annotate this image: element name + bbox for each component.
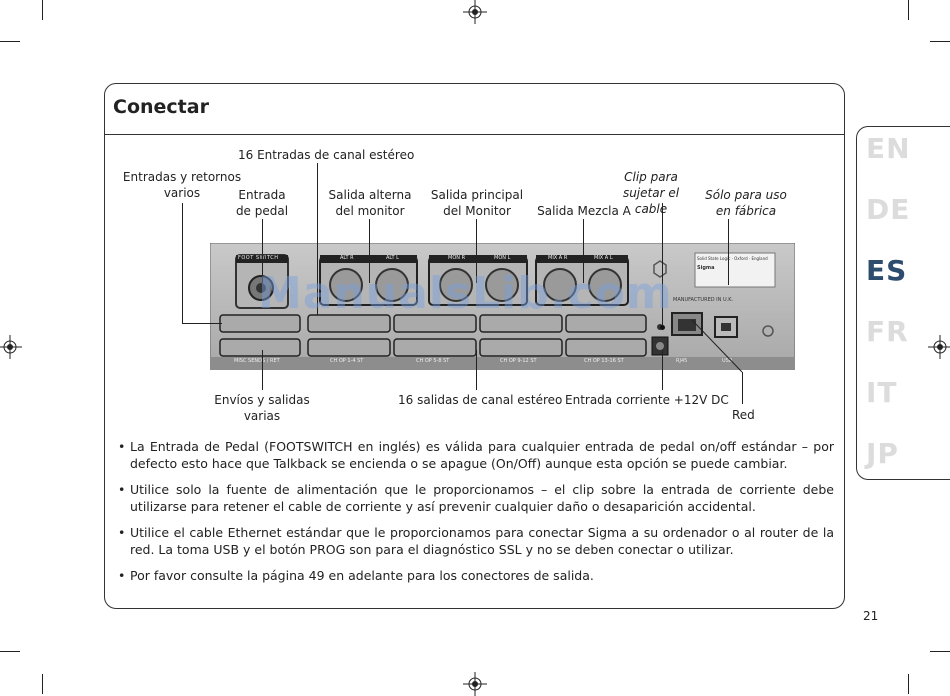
bullet-glyph: • <box>118 439 126 454</box>
leader-line <box>262 350 263 390</box>
label-factory-only: Sólo para uso en fábrica <box>705 188 787 218</box>
bullet-glyph: • <box>118 568 126 583</box>
panel-legend-chop-3: CH OP 9-12 ST <box>500 358 537 364</box>
lang-it[interactable]: IT <box>866 376 898 409</box>
crop-mark <box>930 651 950 652</box>
panel-legend-chop-1: CH OP 1-4 ST <box>330 358 364 364</box>
sticker-line-2: Sigma <box>697 265 715 271</box>
rear-panel-image <box>210 243 795 370</box>
crop-mark <box>42 674 43 694</box>
label-cable-clip: Clip para sujetar el cable <box>622 170 680 216</box>
panel-legend-manufactured: MANUFACTURED IN U.K. <box>673 297 734 303</box>
panel-legend-mix-a-l: MIX A L <box>594 255 613 261</box>
bullet-list: • La Entrada de Pedal (FOOTSWITCH en ingl… <box>118 438 834 593</box>
crop-mark <box>908 0 909 20</box>
leader-line <box>662 203 663 327</box>
bullet-text: Por favor consulte la página 49 en adela… <box>130 568 594 583</box>
label-main-monitor-out: Salida principal del Monitor <box>430 188 524 218</box>
leader-line <box>262 219 263 283</box>
leader-line <box>728 219 729 285</box>
language-tab <box>856 126 950 480</box>
lang-de[interactable]: DE <box>866 193 911 226</box>
crop-mark <box>930 41 950 42</box>
label-alt-monitor-out: Salida alterna del monitor <box>328 188 412 218</box>
panel-legend-mon-r: MON R <box>448 255 466 261</box>
lang-es[interactable]: ES <box>866 254 908 287</box>
leader-line <box>662 350 663 390</box>
panel-legend-misc: MISC SENDS / RET <box>234 358 280 364</box>
leader-line <box>742 372 743 404</box>
content-frame <box>104 83 845 609</box>
lang-en[interactable]: EN <box>866 132 911 165</box>
list-item: • Utilice solo la fuente de alimentación … <box>118 481 834 515</box>
bullet-glyph: • <box>118 525 126 540</box>
bullet-text: Utilice solo la fuente de alimentación q… <box>130 482 834 514</box>
panel-legend-usb: USB <box>722 358 733 364</box>
watermark: ManualsLib.com <box>258 268 673 319</box>
crop-mark <box>908 674 909 694</box>
label-network: Red <box>732 408 755 422</box>
title-divider <box>104 134 845 135</box>
registration-mark-icon <box>0 335 22 359</box>
label-pedal-input: Entrada de pedal <box>235 188 289 218</box>
panel-legend-chop-2: CH OP 5-8 ST <box>416 358 450 364</box>
leader-line <box>369 219 370 283</box>
leader-line <box>583 219 584 283</box>
sticker-line-1: Solid State Logic · Oxford · England <box>697 256 768 261</box>
registration-mark-icon <box>463 0 487 24</box>
panel-legend-mon-l: MON L <box>494 255 511 261</box>
registration-mark-icon <box>463 672 487 696</box>
bullet-glyph: • <box>118 482 126 497</box>
label-mix-a-out: Salida Mezcla A <box>537 204 631 218</box>
leader-line <box>182 323 222 324</box>
registration-mark-icon <box>928 335 950 359</box>
list-item: • Por favor consulte la página 49 en adel… <box>118 567 834 584</box>
page-number: 21 <box>863 609 879 623</box>
panel-legend-footswitch: FOOT SWITCH <box>238 255 279 261</box>
label-misc-sends-outputs: Envíos y salidas varias <box>214 393 310 423</box>
panel-legend-alt-r: ALT R <box>340 255 354 261</box>
label-misc-sends-returns: Entradas y retornos varios <box>122 170 242 200</box>
lang-jp[interactable]: JP <box>866 437 899 470</box>
leader-line <box>476 219 477 283</box>
bullet-text: Utilice el cable Ethernet estándar que l… <box>130 525 834 557</box>
leader-line <box>476 350 477 390</box>
label-stereo-outputs: 16 salidas de canal estéreo <box>398 393 563 407</box>
list-item: • La Entrada de Pedal (FOOTSWITCH en ingl… <box>118 438 834 472</box>
panel-legend-mix-a-r: MIX A R <box>548 255 568 261</box>
leader-line <box>692 320 743 373</box>
lang-fr[interactable]: FR <box>866 315 909 348</box>
section-title: Conectar <box>113 96 209 118</box>
leader-dot <box>660 325 665 330</box>
crop-mark <box>42 0 43 20</box>
label-stereo-inputs: 16 Entradas de canal estéreo <box>238 148 415 162</box>
leader-line <box>182 203 183 323</box>
label-power-input: Entrada corriente +12V DC <box>565 393 729 407</box>
crop-mark <box>0 651 20 652</box>
panel-legend-alt-l: ALT L <box>386 255 399 261</box>
crop-mark <box>0 41 20 42</box>
list-item: • Utilice el cable Ethernet estándar que … <box>118 524 834 558</box>
panel-legend-chop-4: CH OP 13-16 ST <box>584 358 624 364</box>
bullet-text: La Entrada de Pedal (FOOTSWITCH en inglé… <box>130 439 834 471</box>
leader-line <box>317 163 318 315</box>
panel-legend-rj45: RJ45 <box>676 358 688 364</box>
